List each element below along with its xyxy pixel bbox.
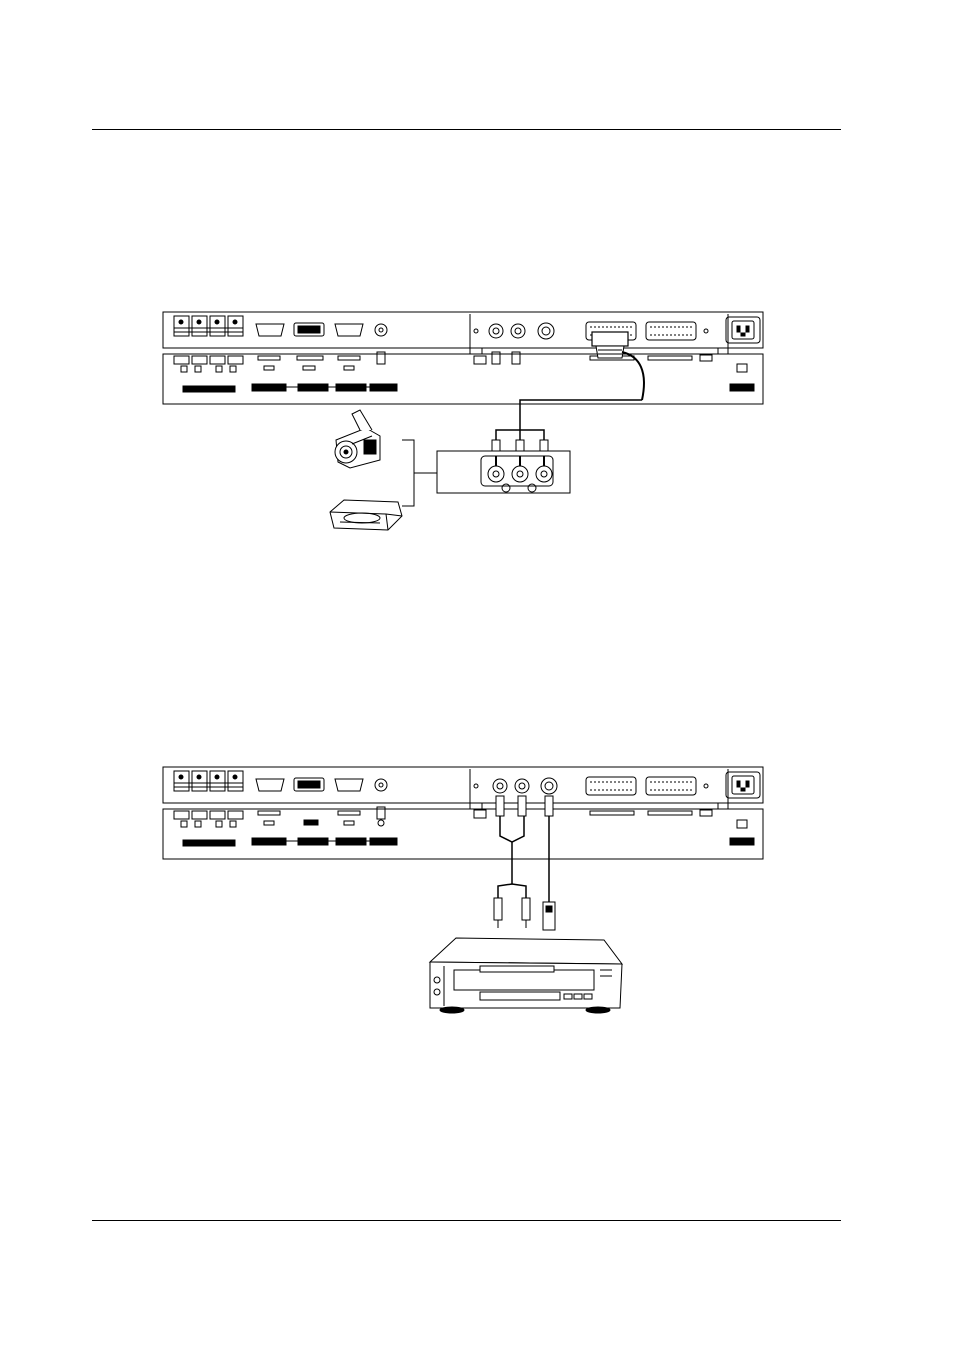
rear-panel-top-2 bbox=[163, 767, 763, 809]
dvd-player-icon bbox=[430, 938, 622, 1013]
rca-jacks-box bbox=[437, 451, 570, 493]
camcorder-icon bbox=[335, 410, 380, 468]
device-bracket bbox=[402, 440, 437, 506]
av-cables bbox=[494, 796, 555, 930]
vcr-icon bbox=[330, 500, 402, 530]
rear-panel-top bbox=[163, 312, 763, 354]
rear-panel-bottom bbox=[163, 352, 763, 404]
rear-panel-bottom-2 bbox=[163, 807, 763, 859]
